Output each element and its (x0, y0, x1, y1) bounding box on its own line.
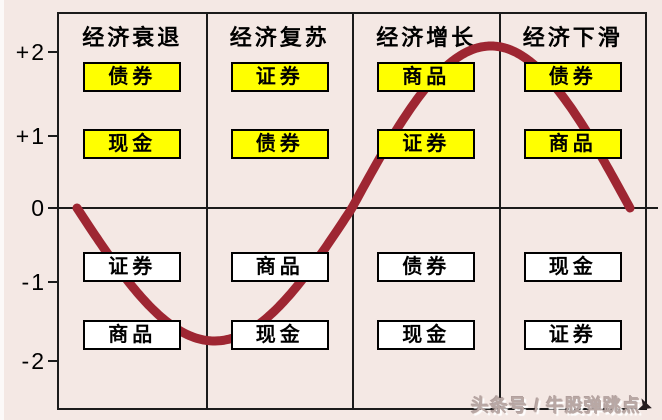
asset-box: 现金 (377, 320, 476, 350)
y-axis-label-plus1: +1 (15, 123, 46, 149)
asset-box-highlight: 债券 (523, 62, 622, 92)
asset-box: 商品 (83, 320, 182, 350)
phase-column-decline: 经济下滑 债券 商品 现金 证券 (498, 14, 646, 408)
asset-box-highlight: 债券 (83, 62, 182, 92)
y-axis-label-minus1: -1 (21, 269, 46, 295)
phase-column-growth: 经济增长 商品 证券 债券 现金 (352, 14, 499, 408)
phase-column-recession: 经济衰退 债券 现金 证券 商品 (59, 14, 206, 408)
asset-box-highlight: 债券 (230, 129, 329, 159)
phase-header: 经济复苏 (229, 25, 330, 50)
y-axis-tick (48, 360, 57, 362)
phase-column-recovery: 经济复苏 证券 债券 商品 现金 (205, 14, 353, 408)
asset-box-highlight: 证券 (377, 129, 476, 159)
phase-header: 经济衰退 (82, 25, 183, 50)
y-axis-tick (48, 135, 57, 137)
phase-header: 经济下滑 (522, 25, 623, 50)
plot-area: 经济衰退 债券 现金 证券 商品 经济复苏 证券 债券 商品 现金 经济增长 商… (57, 12, 647, 410)
y-axis-tick (48, 51, 57, 53)
asset-box: 证券 (523, 320, 622, 350)
asset-box: 现金 (523, 252, 622, 282)
y-axis-label-minus2: -2 (21, 348, 46, 374)
asset-box-highlight: 商品 (377, 62, 476, 92)
watermark: 头条号 / 牛股弹跳点➤ (471, 392, 657, 419)
phase-header: 经济增长 (376, 25, 477, 50)
left-edge-strip (0, 0, 4, 420)
asset-box: 证券 (83, 252, 182, 282)
asset-box-highlight: 商品 (523, 129, 622, 159)
y-axis-tick (48, 281, 57, 283)
asset-box: 商品 (230, 252, 329, 282)
y-axis-label-zero: 0 (31, 195, 46, 221)
asset-box: 现金 (230, 320, 329, 350)
asset-box-highlight: 证券 (230, 62, 329, 92)
watermark-text: 头条号 / 牛股弹跳点 (471, 396, 642, 416)
asset-box: 债券 (377, 252, 476, 282)
y-axis-label-plus2: +2 (15, 39, 46, 65)
asset-box-highlight: 现金 (83, 129, 182, 159)
